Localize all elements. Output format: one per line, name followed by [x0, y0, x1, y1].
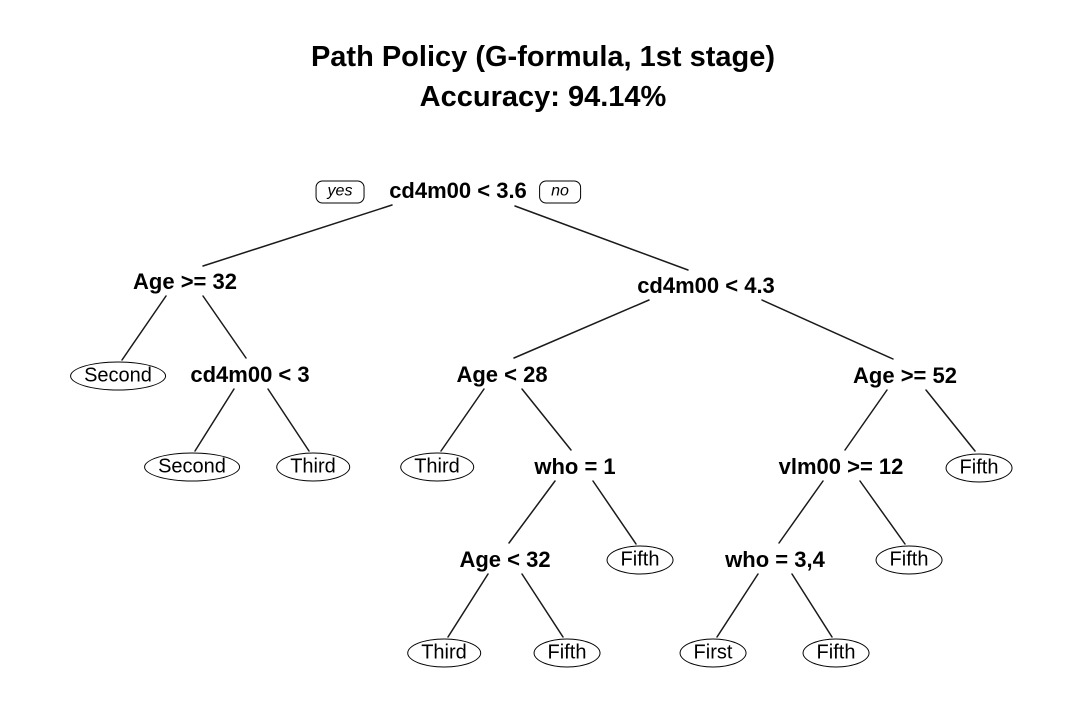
edge-rlr-rlrl: [508, 480, 556, 544]
leaf-node-rlrr: Fifth: [606, 545, 674, 575]
split-node-rr: Age >= 52: [853, 363, 957, 388]
leaf-node-lrr: Third: [276, 452, 350, 482]
leaf-node-rrlll: First: [679, 638, 747, 668]
leaf-node-rlrlr: Fifth: [533, 638, 601, 668]
edge-r-rl: [513, 299, 650, 359]
branch-label-no: no: [539, 180, 581, 204]
edge-rlrl-rlrll: [447, 573, 489, 638]
leaf-node-rlrll: Third: [407, 638, 481, 668]
edge-rl-rlr: [521, 388, 572, 451]
edge-rl-rll: [440, 388, 485, 452]
branch-label-yes: yes: [315, 180, 365, 204]
edge-root-r: [514, 205, 689, 271]
edge-rrl-rrll: [778, 480, 824, 544]
split-node-lr: cd4m00 < 3: [190, 362, 310, 387]
edge-r-rr: [761, 299, 894, 360]
edge-rlr-rlrr: [592, 480, 637, 545]
edge-lr-lrl: [194, 388, 235, 452]
leaf-node-lrl: Second: [144, 452, 240, 482]
edge-l-lr: [202, 295, 247, 359]
split-node-l: Age >= 32: [133, 269, 237, 294]
edge-rr-rrl: [844, 389, 888, 451]
split-node-rl: Age < 28: [456, 362, 548, 387]
leaf-node-rll: Third: [400, 452, 474, 482]
plot-title: Path Policy (G-formula, 1st stage) Accur…: [0, 37, 1086, 117]
plot-title-line2: Accuracy: 94.14%: [419, 81, 667, 113]
edge-lr-lrr: [267, 388, 310, 452]
edge-rr-rrr: [925, 389, 976, 452]
edge-rlrl-rlrlr: [521, 573, 564, 638]
leaf-node-rrlr: Fifth: [875, 545, 943, 575]
leaf-node-ll: Second: [70, 361, 166, 391]
leaf-node-rrllr: Fifth: [802, 638, 870, 668]
split-node-rrl: vlm00 >= 12: [778, 454, 904, 479]
plot-title-line1: Path Policy (G-formula, 1st stage): [310, 41, 776, 73]
split-node-rrll: who = 3,4: [725, 547, 825, 572]
split-node-rlrl: Age < 32: [459, 547, 551, 572]
edge-rrll-rrlll: [716, 573, 759, 638]
split-node-root: cd4m00 < 3.6: [389, 178, 527, 203]
edge-rrll-rrllr: [791, 573, 833, 638]
split-node-rlr: who = 1: [534, 454, 616, 479]
split-node-r: cd4m00 < 4.3: [637, 273, 775, 298]
leaf-node-rrr: Fifth: [945, 453, 1013, 483]
edge-root-l: [202, 204, 393, 267]
edge-l-ll: [121, 295, 167, 361]
edge-rrl-rrlr: [859, 480, 906, 545]
